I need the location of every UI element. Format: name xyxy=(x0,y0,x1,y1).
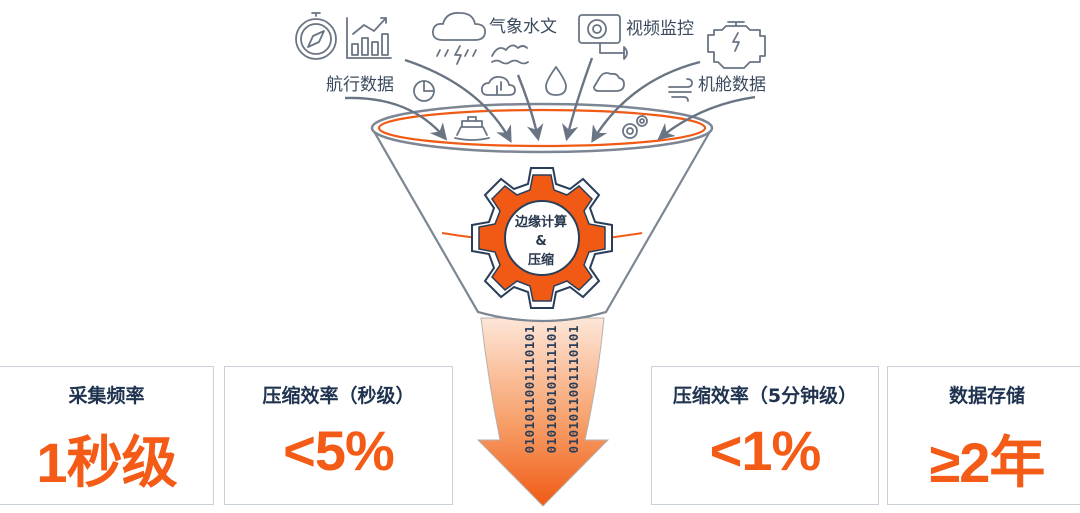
stat-card-compression-seconds: 压缩效率（秒级） <5% xyxy=(224,366,453,505)
pie-chart-icon xyxy=(413,80,435,102)
binary-stream-1: 0101011001110101 xyxy=(522,325,537,454)
stat-title: 压缩效率（5分钟级） xyxy=(672,385,858,407)
water-drop-icon xyxy=(545,66,567,96)
cloud-icon xyxy=(593,72,625,92)
edge-compute-line1: 边缘计算 xyxy=(514,215,567,230)
flow-arrows xyxy=(344,57,756,143)
bar-chart-icon xyxy=(346,17,392,59)
source-label-weather-hydrology: 气象水文 xyxy=(489,17,557,37)
gear-icon xyxy=(471,167,613,309)
stat-title: 压缩效率（秒级） xyxy=(262,385,415,407)
compass-icon xyxy=(295,12,337,60)
ship-icon xyxy=(454,116,490,141)
output-arrow xyxy=(476,317,610,507)
engine-icon xyxy=(707,21,766,69)
stat-card-compression-5min: 压缩效率（5分钟级） <1% xyxy=(651,366,879,505)
stat-card-data-storage: 数据存储 ≥2年 xyxy=(887,366,1080,505)
binary-stream-3: 0101011001110101 xyxy=(566,325,581,454)
edge-compute-line3: 压缩 xyxy=(527,253,554,268)
edge-compute-label: 边缘计算 & 压缩 xyxy=(510,213,572,270)
stat-value: 1秒级 xyxy=(36,431,177,494)
stat-value: <1% xyxy=(709,419,822,482)
stat-card-collection-frequency: 采集频率 1秒级 xyxy=(0,366,214,505)
gears-icon xyxy=(622,115,648,139)
cloud-sync-icon xyxy=(480,75,516,96)
binary-stream-2: 0101010101111101 xyxy=(544,325,559,454)
security-camera-icon xyxy=(578,14,628,60)
stat-value: ≥2年 xyxy=(929,431,1046,494)
stat-title: 数据存储 xyxy=(948,385,1025,407)
edge-compute-line2: & xyxy=(535,234,547,249)
source-label-engine-room: 机舱数据 xyxy=(698,75,766,95)
waves-icon xyxy=(491,44,529,65)
source-label-navigation: 航行数据 xyxy=(326,75,394,95)
stat-value: <5% xyxy=(283,419,395,482)
stat-title: 采集频率 xyxy=(68,385,145,407)
rain-cloud-icon xyxy=(432,12,486,65)
source-label-video-surveillance: 视频监控 xyxy=(626,19,694,39)
wind-icon xyxy=(668,78,693,102)
